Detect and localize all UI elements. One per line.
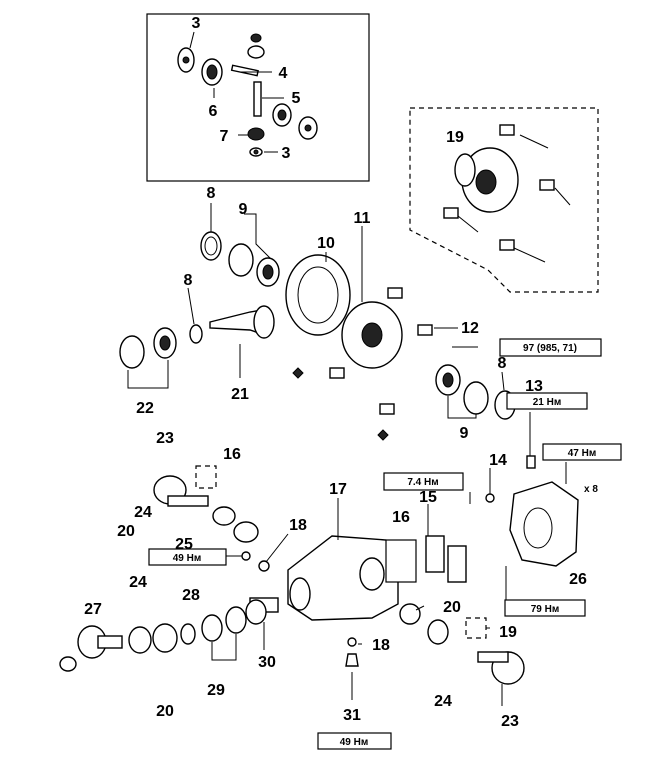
callout-19-inset: 19 <box>446 129 464 146</box>
multiplier-label: x 8 <box>584 484 598 495</box>
main-leader-lines <box>187 203 567 706</box>
bearing-race-8-upper <box>200 231 222 261</box>
axle-flange-23-lower <box>477 651 525 685</box>
callout-9-upper: 9 <box>239 201 248 218</box>
axle-flange-23-upper <box>153 475 209 507</box>
callout-28: 28 <box>182 587 200 604</box>
torque-box-49-left <box>148 548 227 566</box>
callout-16-upper: 16 <box>223 446 241 463</box>
callout-8-mid: 8 <box>184 272 193 289</box>
callout-18-upper: 18 <box>289 517 307 534</box>
callout-11: 11 <box>354 210 371 227</box>
spacer-28 <box>180 623 196 645</box>
ring-gear-10 <box>285 254 351 336</box>
companion-flange-27 <box>59 625 123 672</box>
torque-box-7-4 <box>383 472 464 491</box>
callout-26: 26 <box>569 571 587 588</box>
bearing-20-right <box>399 603 421 625</box>
callout-numbers: 3 4 5 6 7 3 8 9 10 11 19 8 12 21 22 8 9 … <box>84 15 587 730</box>
callout-29: 29 <box>207 682 225 699</box>
marker-diamond-lower <box>377 429 389 441</box>
callout-22: 22 <box>136 400 154 417</box>
pinion-shaft-21 <box>209 305 275 339</box>
callout-25: 25 <box>175 536 193 553</box>
callout-24-left: 24 <box>129 574 147 591</box>
torque-label-49-bottom: 49 Нм <box>340 737 369 748</box>
callout-9-lower: 9 <box>460 425 469 442</box>
callout-23-lower: 23 <box>501 713 519 730</box>
torque-label-7-4: 7.4 Нм <box>407 477 438 488</box>
torque-box-21 <box>506 392 588 410</box>
callout-12: 12 <box>461 320 479 337</box>
yoke-brackets-15 <box>425 493 495 583</box>
seal-24-right <box>427 619 449 645</box>
callout-5: 5 <box>292 90 301 107</box>
callout-7: 7 <box>220 128 229 145</box>
callout-20-upper: 20 <box>117 523 135 540</box>
torque-label-79: 79 Нм <box>531 604 560 615</box>
callout-20-right: 20 <box>443 599 461 616</box>
bolt-group-12 <box>292 287 433 441</box>
seal-24-upper <box>212 506 236 526</box>
torque-box-97 <box>499 338 602 357</box>
clip-16-lower-frame <box>385 539 417 583</box>
case-bolt-inset-frame <box>409 107 599 293</box>
marker-diamond-left <box>292 367 304 379</box>
callout-8-upper: 8 <box>207 185 216 202</box>
bearing-20-upper <box>233 521 259 543</box>
callout-15: 15 <box>419 489 437 506</box>
callout-18-lower: 18 <box>372 637 390 654</box>
nut-25 <box>241 551 270 572</box>
callout-27: 27 <box>84 601 102 618</box>
callout-13: 13 <box>525 378 543 395</box>
callout-31: 31 <box>343 707 361 724</box>
torque-label-97: 97 (985, 71) <box>523 343 577 354</box>
seal-24-left <box>128 626 152 654</box>
drain-plug-31 <box>345 637 359 667</box>
pinion-gears-exploded <box>177 33 318 157</box>
bearing-set-29 <box>201 606 247 661</box>
callout-3-bottom: 3 <box>282 145 291 162</box>
callout-16-lower: 16 <box>392 509 410 526</box>
callout-24-upper: 24 <box>134 504 152 521</box>
callout-8-right: 8 <box>498 355 507 372</box>
torque-label-47: 47 Нм <box>568 448 597 459</box>
bearing-set-9-lower <box>435 364 516 420</box>
torque-box-49-bottom <box>317 732 392 750</box>
callout-4: 4 <box>279 65 288 82</box>
callout-24-right: 24 <box>434 693 452 710</box>
callout-21: 21 <box>231 386 249 403</box>
pinion-bearing-set-22 <box>119 324 203 389</box>
torque-box-47 <box>542 443 622 461</box>
bearing-set-9-upper <box>228 243 280 287</box>
differential-carrier-11 <box>341 301 403 369</box>
callout-10: 10 <box>317 235 335 252</box>
clip-19-lower-frame <box>465 617 487 639</box>
callout-19-lower: 19 <box>499 624 517 641</box>
callout-20-left: 20 <box>156 703 174 720</box>
torque-label-49-left: 49 Нм <box>173 553 202 564</box>
callout-17: 17 <box>329 481 347 498</box>
rear-cover-26 <box>509 455 579 567</box>
differential-case-inset <box>443 124 571 263</box>
callout-23-upper: 23 <box>156 430 174 447</box>
torque-label-21: 21 Нм <box>533 397 562 408</box>
callout-3-top: 3 <box>192 15 201 32</box>
inner-drive-shaft-30 <box>245 597 279 625</box>
bearing-20-left <box>152 623 178 653</box>
callout-30: 30 <box>258 654 276 671</box>
carrier-housing-17 <box>287 535 399 621</box>
clip-16-upper-frame <box>195 465 217 489</box>
callout-14: 14 <box>489 452 507 469</box>
callout-6: 6 <box>209 103 218 120</box>
inset-leader-lines <box>189 31 284 153</box>
torque-box-79 <box>504 599 586 617</box>
